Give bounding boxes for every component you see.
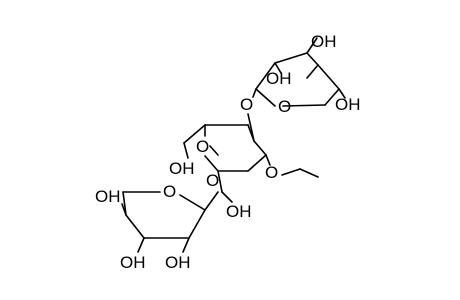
bond — [306, 52, 319, 66]
bond — [217, 170, 223, 193]
bond — [179, 194, 206, 211]
bond — [204, 155, 219, 172]
hydroxyl-label: OH — [120, 253, 146, 272]
hydroxyl-label: OH — [266, 69, 292, 88]
middle-ring — [183, 113, 319, 203]
bond — [282, 104, 326, 107]
bond — [306, 37, 318, 54]
bond — [209, 145, 219, 156]
bond — [183, 124, 206, 144]
bond — [183, 142, 189, 159]
bond — [299, 168, 319, 178]
bond — [188, 209, 206, 239]
oxygen-label: O — [196, 137, 209, 156]
bond — [122, 191, 127, 216]
upper-ring — [252, 37, 346, 107]
bond — [324, 88, 340, 106]
bond — [317, 64, 340, 90]
bond — [265, 154, 271, 166]
ring-oxygen-label: O — [163, 182, 176, 201]
bond — [253, 140, 267, 156]
bond — [274, 52, 308, 64]
bond — [125, 214, 145, 239]
bond — [274, 62, 282, 74]
hydroxyl-label: OH — [169, 159, 195, 178]
bond — [204, 191, 219, 211]
bond — [306, 64, 319, 79]
bond — [137, 237, 145, 253]
hydroxyl-label: OH — [95, 187, 121, 206]
hydroxyl-label: OH — [226, 202, 252, 221]
bond — [338, 88, 346, 99]
bond — [121, 203, 127, 216]
hydroxyl-label: OH — [165, 253, 191, 272]
bond — [255, 88, 276, 107]
hydroxyl-label: OH — [311, 32, 337, 51]
bond — [247, 124, 255, 142]
ring-oxygen-label: O — [206, 171, 219, 190]
bond — [247, 154, 267, 172]
ring-oxygen-label: O — [278, 97, 291, 116]
oxygen-label: O — [240, 95, 253, 114]
bond — [255, 62, 276, 90]
bond — [221, 191, 233, 203]
bond — [182, 237, 190, 253]
lower-ring — [121, 191, 219, 253]
hydroxyl-label: OH — [335, 95, 361, 114]
bond — [252, 88, 257, 98]
methoxy-oxygen-label: O — [265, 163, 278, 182]
bond — [281, 168, 301, 176]
